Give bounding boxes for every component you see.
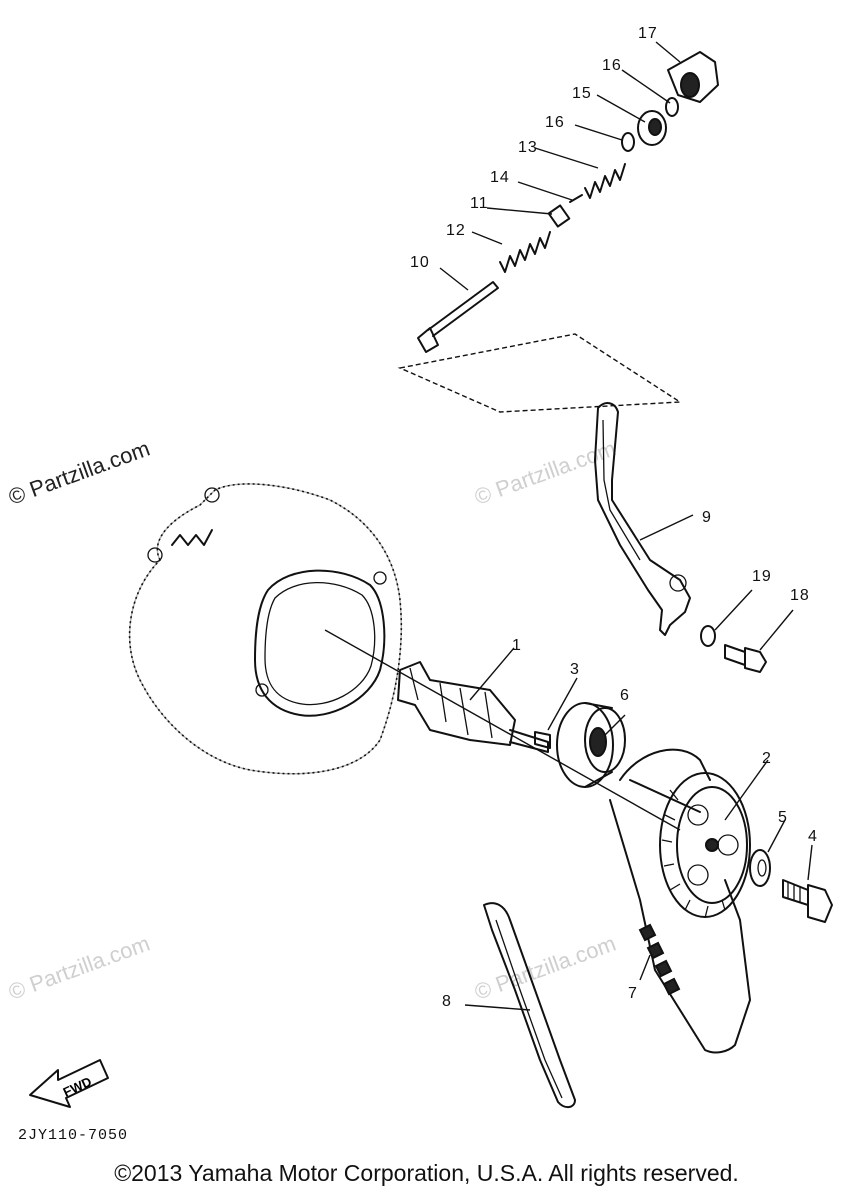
watermark-lower-center: © Partzilla.com <box>471 931 619 1005</box>
chain-guide-8 <box>483 902 576 1108</box>
copyright-text: ©2013 Yamaha Motor Corporation, U.S.A. A… <box>114 1160 739 1186</box>
fwd-arrow-icon: FWD <box>29 1059 109 1108</box>
callout-10: 10 <box>410 254 430 271</box>
camshaft <box>397 661 549 753</box>
callout-7: 7 <box>628 985 638 1002</box>
o-ring-16-upper <box>665 97 679 117</box>
cam-lobe-plate <box>556 702 626 788</box>
spring-13 <box>584 163 626 199</box>
watermark-left: © Partzilla.com <box>5 436 153 510</box>
callout-11: 11 <box>470 195 489 212</box>
sleeve-11 <box>547 204 571 228</box>
callout-1: 1 <box>512 637 522 654</box>
callout-15: 15 <box>572 85 592 102</box>
tensioner-rod-10 <box>417 281 499 353</box>
dowel-pin <box>534 731 551 749</box>
watermark-lower-left: © Partzilla.com <box>5 931 153 1005</box>
callout-6: 6 <box>620 687 630 704</box>
callout-4: 4 <box>808 828 818 845</box>
callout-2: 2 <box>762 750 772 767</box>
washer-19 <box>700 625 716 647</box>
bolt-18 <box>724 644 767 673</box>
tensioner-guide-9 <box>594 402 691 636</box>
callout-18: 18 <box>790 587 810 604</box>
callout-3: 3 <box>570 661 580 678</box>
cam-chain <box>609 748 751 1054</box>
callout-14: 14 <box>490 169 510 186</box>
nut-15 <box>637 110 667 146</box>
crankcase-cover <box>128 483 403 775</box>
cap-17 <box>667 51 719 103</box>
callout-9: 9 <box>702 509 712 526</box>
fwd-label: FWD <box>61 1074 94 1100</box>
cam-sprocket <box>659 772 751 919</box>
callout-5: 5 <box>778 809 788 826</box>
shaft-centerline <box>324 629 681 831</box>
pin-14 <box>569 194 583 203</box>
o-ring-16-lower <box>621 132 635 152</box>
bolt-4 <box>782 879 833 923</box>
callout-12: 12 <box>446 222 466 239</box>
spring-12 <box>499 231 551 273</box>
washer-5 <box>749 849 771 887</box>
callout-13: 13 <box>518 139 538 156</box>
callout-16-lower: 16 <box>545 114 565 131</box>
callout-17: 17 <box>638 25 658 42</box>
callout-19: 19 <box>752 568 772 585</box>
leader-lines <box>439 41 813 1011</box>
callout-8: 8 <box>442 993 452 1010</box>
callout-16-upper: 16 <box>602 57 622 74</box>
assembly-bracket <box>397 333 683 413</box>
diagram-code: 2JY110-7050 <box>18 1127 129 1144</box>
